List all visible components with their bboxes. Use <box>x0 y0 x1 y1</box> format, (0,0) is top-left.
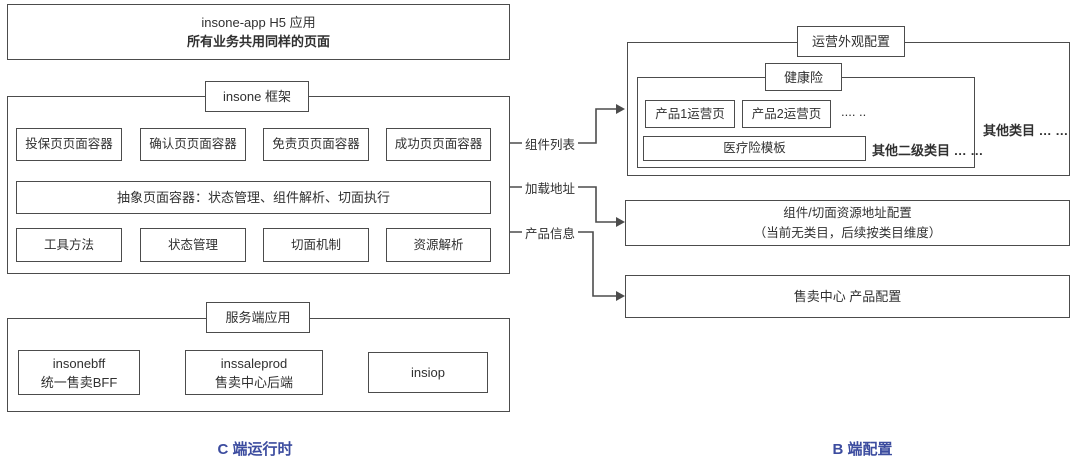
caption-c-side-runtime: C 端运行时 <box>217 441 293 458</box>
insonebff-box: insonebff 统一售卖BFF <box>18 350 140 395</box>
page-container-confirm-box: 确认页页面容器 <box>140 128 246 161</box>
resource-parsing-label: 资源解析 <box>413 237 464 252</box>
medical-insurance-template-label: 医疗险模板 <box>723 141 786 155</box>
utils-box: 工具方法 <box>16 228 122 262</box>
insiop-box: insiop <box>368 352 488 393</box>
inssaleprod-desc: 售卖中心后端 <box>214 374 293 390</box>
state-management-box: 状态管理 <box>140 228 246 262</box>
page-container-disclaimer-box: 免责页页面容器 <box>263 128 369 161</box>
page-container-quote-label: 投保页页面容器 <box>25 137 113 151</box>
insone-app-title: insone-app H5 应用 <box>201 15 316 30</box>
product2-operation-page-label: 产品2运营页 <box>751 106 822 121</box>
product1-operation-page-label: 产品1运营页 <box>655 106 725 121</box>
framework-label-box: insone 框架 <box>205 81 309 112</box>
product2-operation-page-box: 产品2运营页 <box>742 100 831 128</box>
page-container-confirm-label: 确认页页面容器 <box>149 137 237 151</box>
server-label: 服务端应用 <box>225 310 291 325</box>
insone-app-box: insone-app H5 应用 所有业务共用同样的页面 <box>7 4 510 60</box>
inssaleprod-box: inssaleprod 售卖中心后端 <box>185 350 323 395</box>
appearance-config-label-box: 运营外观配置 <box>797 26 905 57</box>
connector-label-product-info: 产品信息 <box>522 223 579 242</box>
connector-label-component-list: 组件列表 <box>522 134 579 153</box>
page-container-success-label: 成功页页面容器 <box>394 137 483 151</box>
state-management-label: 状态管理 <box>167 237 218 252</box>
insonebff-desc: 统一售卖BFF <box>40 374 118 390</box>
insone-app-subtitle: 所有业务共用同样的页面 <box>186 34 330 49</box>
health-insurance-label: 健康险 <box>783 69 823 85</box>
medical-insurance-template-box: 医疗险模板 <box>643 136 866 161</box>
insonebff-name: insonebff <box>52 355 106 371</box>
page-container-success-box: 成功页页面容器 <box>386 128 491 161</box>
appearance-config-label: 运营外观配置 <box>811 34 890 49</box>
other-secondary-categories-text: 其他二级类目 … … <box>872 143 984 158</box>
utils-label: 工具方法 <box>43 237 94 252</box>
product1-operation-page-box: 产品1运营页 <box>645 100 735 128</box>
sale-center-product-config-box: 售卖中心 产品配置 <box>625 275 1070 318</box>
arrow-right-icon <box>616 217 625 227</box>
insiop-name: insiop <box>411 365 445 380</box>
page-container-quote-box: 投保页页面容器 <box>16 128 122 161</box>
health-insurance-label-box: 健康险 <box>765 63 842 91</box>
resource-parsing-box: 资源解析 <box>386 228 491 262</box>
connector-label-load-address: 加载地址 <box>522 178 579 197</box>
other-categories-text: 其他类目 … … <box>983 123 1069 138</box>
resource-address-config-note: （当前无类目，后续按类目维度） <box>753 226 942 240</box>
arrow-right-icon <box>616 104 625 114</box>
caption-b-side-config: B 端配置 <box>832 441 893 458</box>
resource-address-config-box: 组件/切面资源地址配置 （当前无类目，后续按类目维度） <box>625 200 1070 246</box>
aspect-mechanism-box: 切面机制 <box>263 228 369 262</box>
resource-address-config-title: 组件/切面资源地址配置 <box>783 206 912 220</box>
framework-label: insone 框架 <box>223 89 291 104</box>
abstract-page-container-box: 抽象页面容器：状态管理、组件解析、切面执行 <box>16 181 491 214</box>
aspect-mechanism-label: 切面机制 <box>290 237 341 252</box>
server-label-box: 服务端应用 <box>206 302 310 333</box>
sale-center-product-config-label: 售卖中心 产品配置 <box>793 289 902 304</box>
inssaleprod-name: inssaleprod <box>220 355 288 371</box>
abstract-page-container-label: 抽象页面容器：状态管理、组件解析、切面执行 <box>116 190 390 205</box>
arrow-right-icon <box>616 291 625 301</box>
page-container-disclaimer-label: 免责页页面容器 <box>272 137 360 151</box>
more-products-dots: .... .. <box>841 104 867 119</box>
